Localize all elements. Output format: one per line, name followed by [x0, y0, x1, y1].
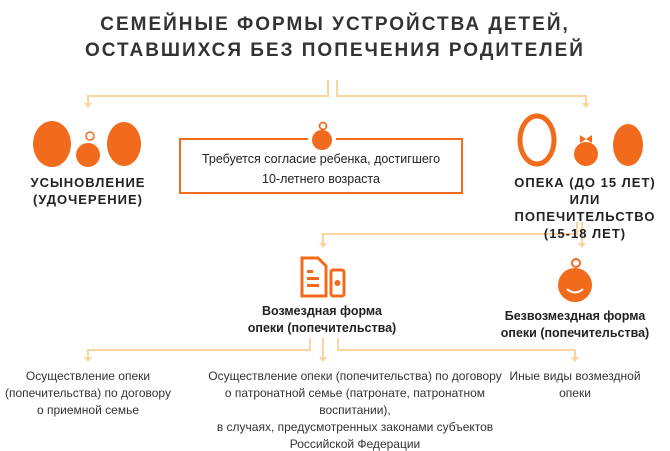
text-line: (попечительства) по договору	[5, 386, 171, 400]
free-form-label: Безвозмездная форма опеки (попечительств…	[490, 308, 660, 342]
label-line: Безвозмездная форма	[504, 309, 646, 323]
family-icon	[33, 121, 141, 167]
smiling-baby-icon	[558, 258, 592, 302]
title-line: ОСТАВШИХСЯ БЕЗ ПОПЕЧЕНИЯ РОДИТЕЛЕЙ	[85, 40, 585, 61]
text-line: Иные виды возмездной	[509, 369, 641, 383]
text-line: Осуществление опеки	[25, 369, 151, 383]
text-line: о патронатной семье (патронате, патронат…	[224, 386, 486, 417]
bottom-middle-text: Осуществление опеки (попечительства) по …	[190, 368, 520, 451]
text-line: Осуществление опеки (попечительства) по …	[208, 369, 502, 383]
consent-line: Требуется согласие ребенка, достигшего	[201, 152, 441, 166]
text-line: опеки	[559, 386, 591, 400]
consent-line: 10-летнего возраста	[262, 172, 380, 186]
label-line: (УДОЧЕРЕНИЕ)	[32, 192, 143, 207]
label-line: ОПЕКА (ДО 15 ЛЕТ)	[514, 175, 656, 190]
label-line: опеки (попечительства)	[500, 326, 650, 340]
document-money-icon	[300, 256, 346, 298]
connector-guardianship	[336, 80, 587, 104]
paid-form-label: Возмездная форма опеки (попечительства)	[232, 303, 412, 337]
adoption-label: УСЫНОВЛЕНИЕ (УДОЧЕРЕНИЕ)	[18, 174, 158, 208]
label-line: (15-18 ЛЕТ)	[543, 226, 627, 241]
connector-paid	[322, 222, 578, 244]
guardianship-label: ОПЕКА (ДО 15 ЛЕТ) ИЛИ ПОПЕЧИТЕЛЬСТВО (15…	[500, 174, 670, 242]
title-line: СЕМЕЙНЫЕ ФОРМЫ УСТРОЙСТВА ДЕТЕЙ,	[100, 14, 570, 35]
label-line: УСЫНОВЛЕНИЕ	[30, 175, 146, 190]
text-line: о приемной семье	[37, 403, 139, 417]
connector-bottom-right	[337, 338, 576, 358]
label-line: опеки (попечительства)	[247, 321, 397, 335]
page-title: СЕМЕЙНЫЕ ФОРМЫ УСТРОЙСТВА ДЕТЕЙ, ОСТАВШИ…	[0, 12, 670, 64]
guardians-icon	[517, 113, 643, 167]
bottom-right-text: Иные виды возмездной опеки	[505, 368, 645, 402]
text-line: в случаях, предусмотренных законами субъ…	[216, 420, 494, 434]
bottom-left-text: Осуществление опеки (попечительства) по …	[0, 368, 176, 419]
text-line: Российской Федерации	[289, 437, 421, 451]
connector-bottom-left	[87, 338, 311, 358]
label-line: Возмездная форма	[262, 304, 382, 318]
label-line: ИЛИ ПОПЕЧИТЕЛЬСТВО	[514, 192, 656, 224]
connector-adoption	[87, 80, 329, 104]
